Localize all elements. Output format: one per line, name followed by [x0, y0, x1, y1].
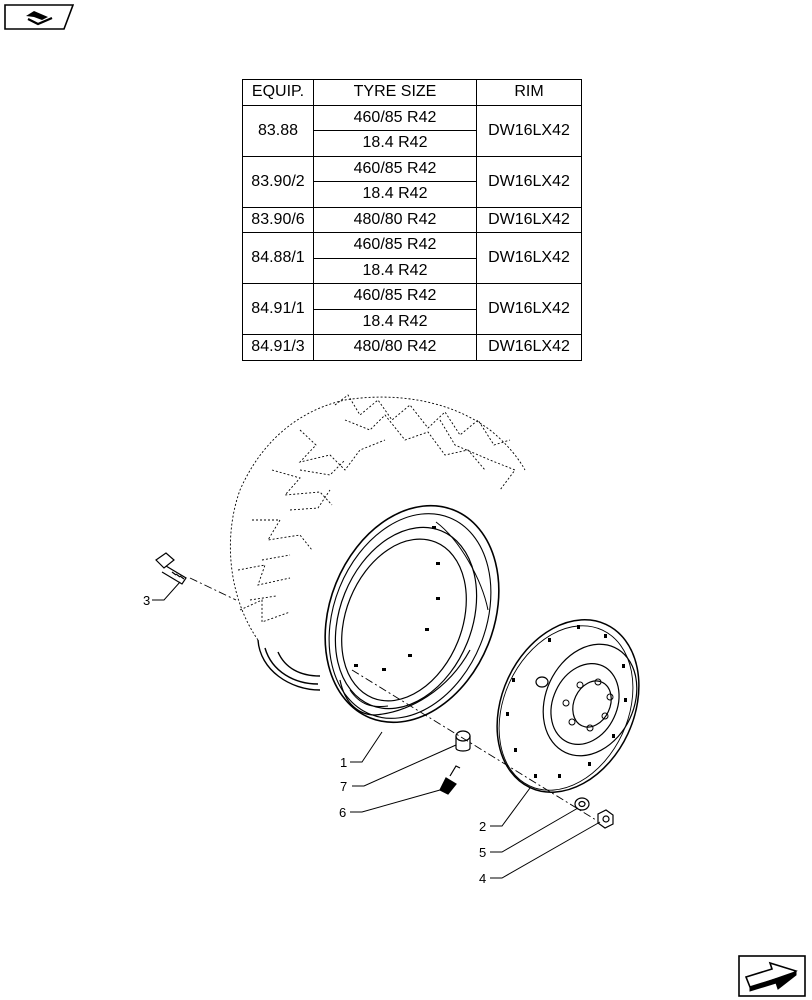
assembly-centreline	[189, 577, 597, 821]
disc-holes	[506, 625, 627, 778]
callout-4: 4	[479, 871, 486, 886]
header-tyre-size: TYRE SIZE	[313, 79, 477, 106]
wheel-disc	[496, 619, 640, 793]
tyre-cell: 18.4 R42	[313, 309, 477, 335]
rim-bolt-holes	[354, 526, 440, 671]
book-arrow-icon[interactable]	[4, 4, 74, 30]
table-row: 83.88 460/85 R42 DW16LX42	[242, 104, 582, 156]
tyre-rim-table: EQUIP. TYRE SIZE RIM 83.88 460/85 R42 DW…	[242, 79, 582, 361]
tyre-cell: 460/85 R42	[313, 155, 477, 182]
equip-cell: 83.90/6	[242, 206, 314, 233]
tyre-cell: 18.4 R42	[313, 130, 477, 156]
tyre-valve	[439, 765, 461, 795]
header-rim: RIM	[476, 79, 582, 106]
rim	[324, 504, 500, 724]
tyre-cell: 480/80 R42	[313, 206, 477, 233]
tyre-cell: 460/85 R42	[313, 283, 477, 310]
table-row: 18.4 R42	[243, 130, 582, 156]
rim-cell: DW16LX42	[476, 104, 582, 156]
tyre-outline	[229, 394, 526, 641]
hub-stud-holes	[562, 678, 614, 732]
table-row: 18.4 R42	[243, 258, 582, 284]
callout-5: 5	[479, 845, 486, 860]
tyre-cell: 460/85 R42	[313, 232, 477, 259]
wheel-nut	[597, 809, 614, 829]
rim-cell: DW16LX42	[476, 206, 582, 233]
table-row: 84.91/3 480/80 R42 DW16LX42	[242, 334, 582, 360]
wheel-bolt	[155, 552, 187, 585]
table-row: 18.4 R42	[243, 181, 582, 207]
leader-lines	[152, 581, 601, 879]
rim-cell: DW16LX42	[476, 283, 582, 335]
equip-cell: 83.90/2	[242, 155, 314, 207]
callout-2: 2	[479, 819, 486, 834]
equip-cell: 84.91/1	[242, 283, 314, 335]
tyre-cell: 18.4 R42	[313, 258, 477, 284]
tyre-cell: 18.4 R42	[313, 181, 477, 207]
table-row: 18.4 R42	[243, 309, 582, 335]
spacer-sleeve	[455, 730, 471, 752]
callout-3: 3	[143, 593, 150, 608]
rim-cell: DW16LX42	[476, 334, 582, 360]
washer	[574, 797, 590, 811]
equip-cell: 83.88	[242, 104, 314, 156]
table-row: 83.90/2 460/85 R42 DW16LX42	[242, 155, 582, 207]
tyre-bead	[257, 639, 321, 691]
rim-cell: DW16LX42	[476, 232, 582, 284]
rim-cell: DW16LX42	[476, 155, 582, 207]
callout-7: 7	[340, 779, 347, 794]
tyre-cell: 480/80 R42	[313, 334, 477, 360]
next-page-arrow-icon[interactable]	[738, 955, 806, 997]
callout-1: 1	[340, 755, 347, 770]
equip-cell: 84.88/1	[242, 232, 314, 284]
callout-6: 6	[339, 805, 346, 820]
table-row: 84.91/1 460/85 R42 DW16LX42	[242, 283, 582, 335]
table-row: 84.88/1 460/85 R42 DW16LX42	[242, 232, 582, 284]
equip-cell: 84.91/3	[242, 334, 314, 360]
header-equip: EQUIP.	[242, 79, 314, 106]
tyre-cell: 460/85 R42	[313, 104, 477, 131]
table-row: 83.90/6 480/80 R42 DW16LX42	[242, 206, 582, 233]
